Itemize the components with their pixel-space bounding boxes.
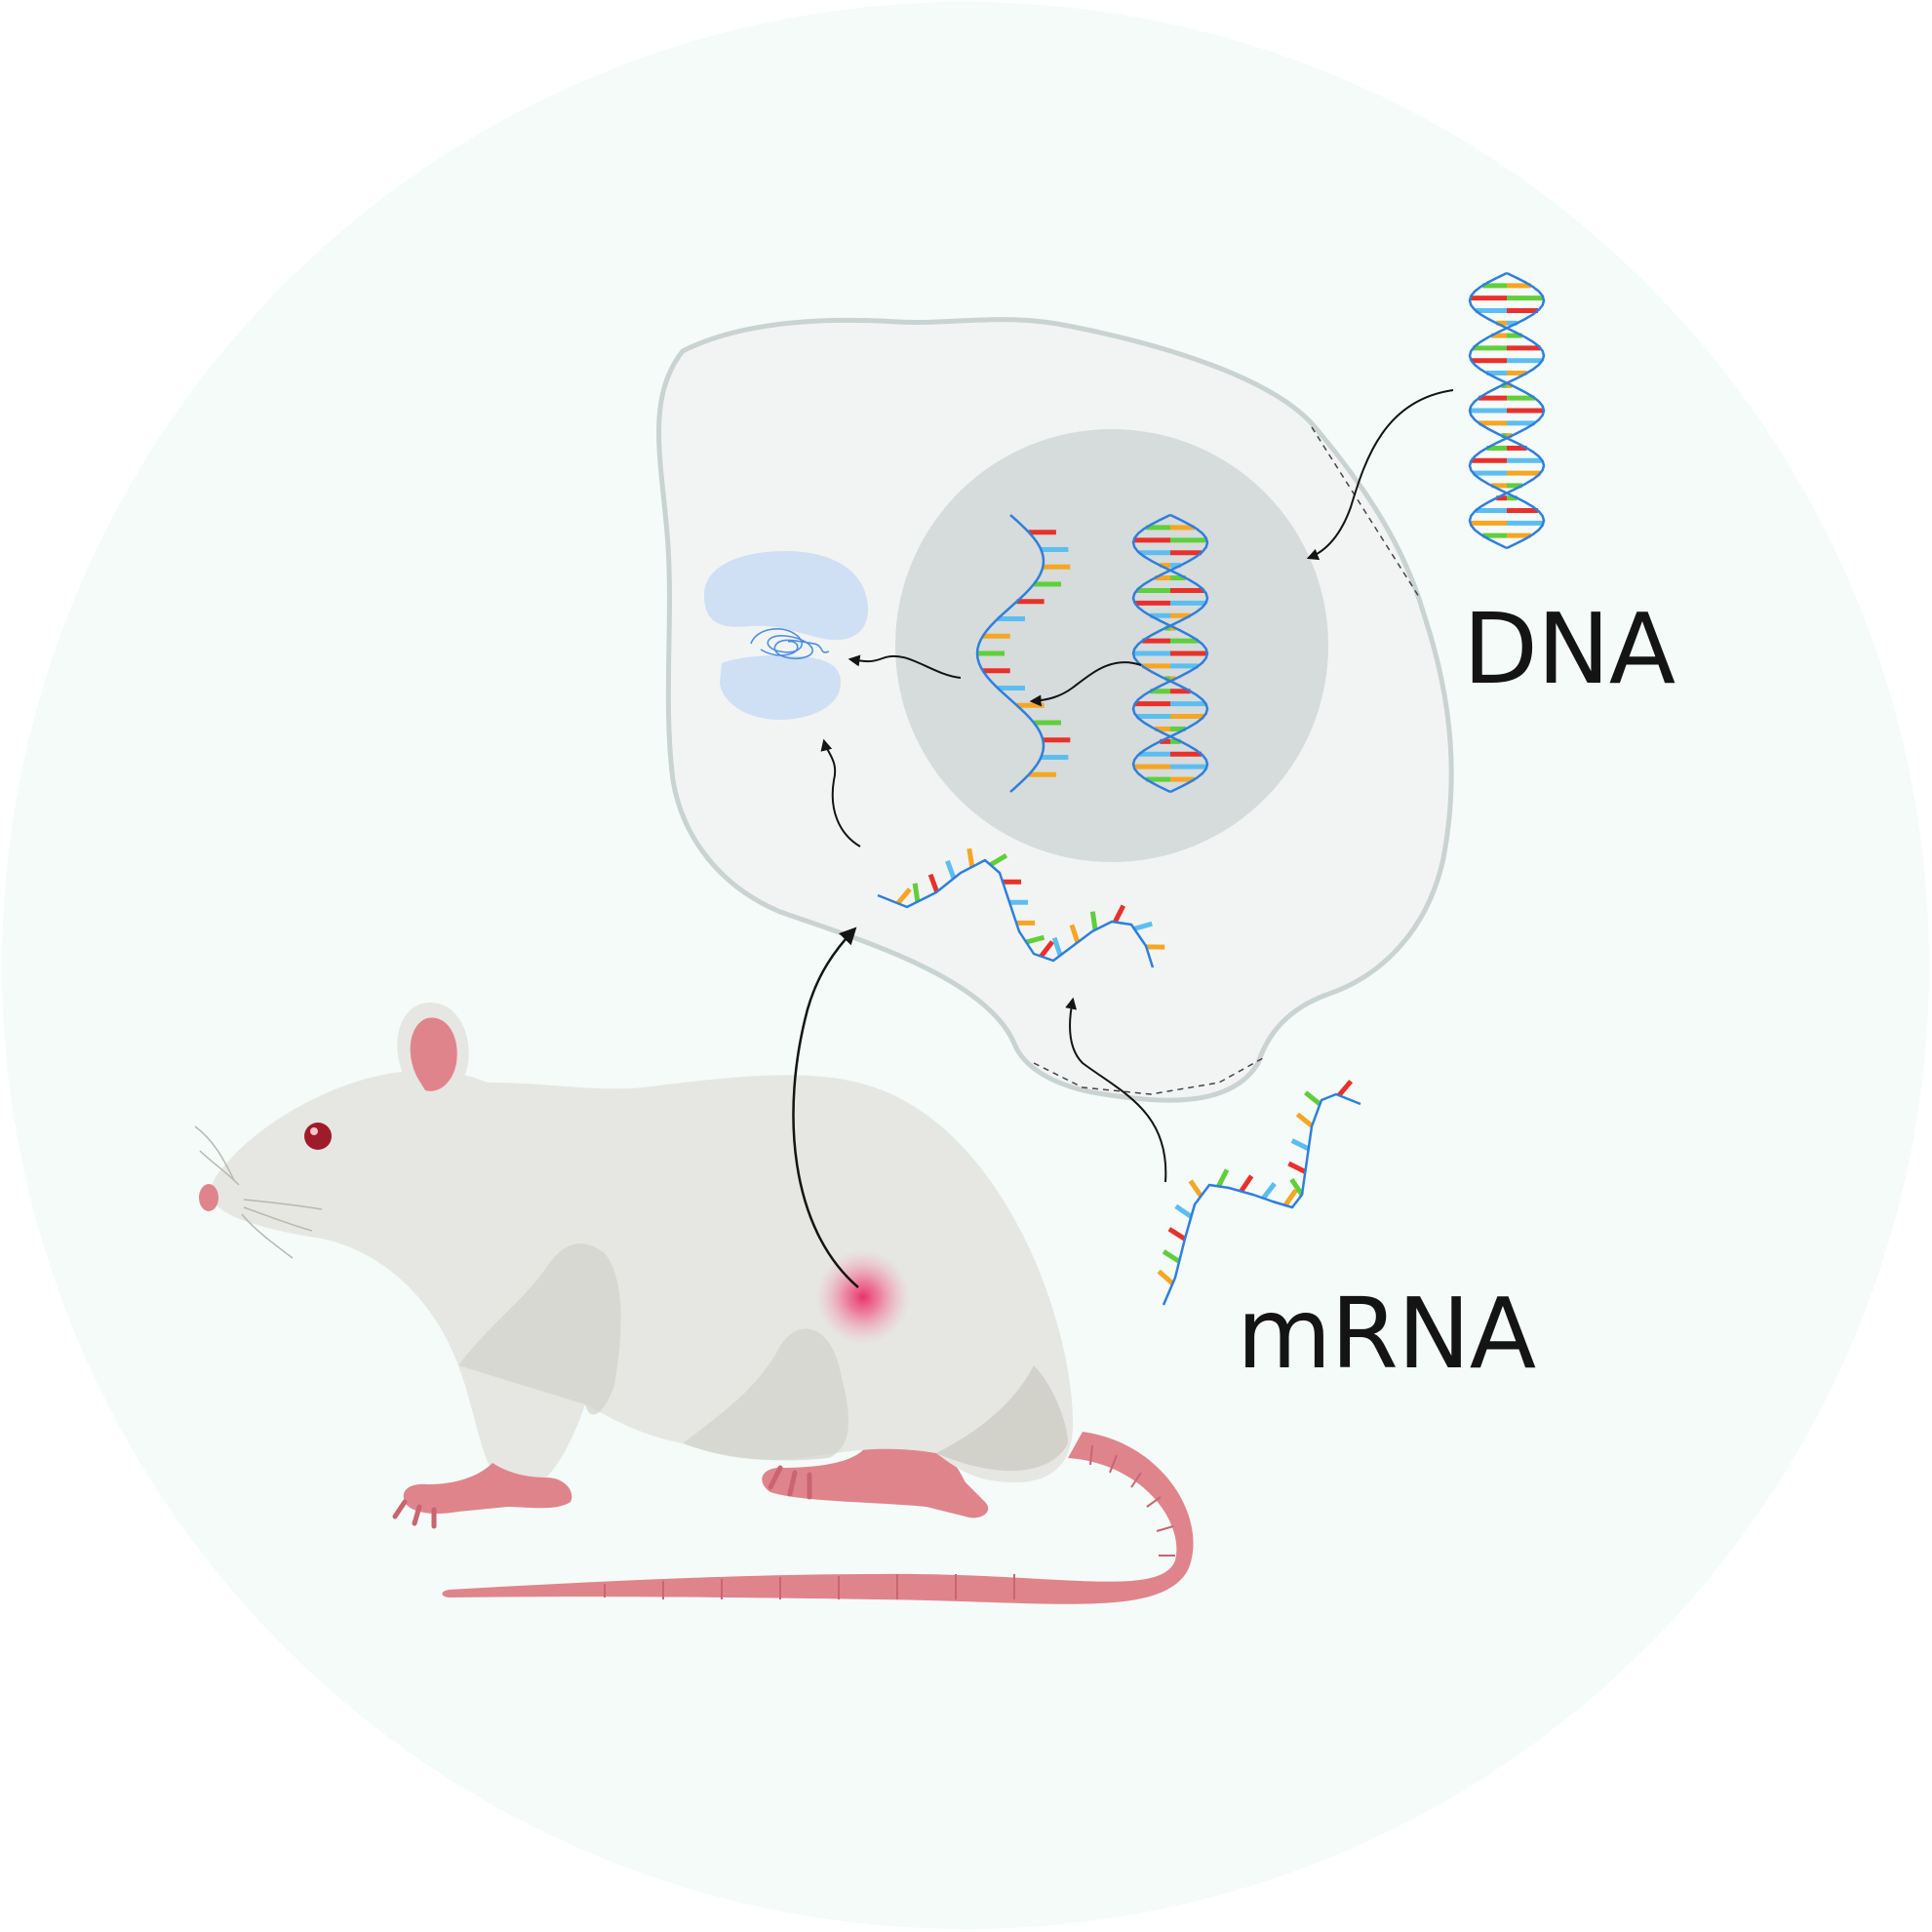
- base: [1290, 1138, 1310, 1152]
- base: [1174, 1203, 1193, 1219]
- base: [1039, 940, 1055, 959]
- base: [945, 859, 957, 880]
- white-lab-mouse-icon: [194, 1003, 1194, 1604]
- base: [966, 848, 975, 868]
- backbone: [1162, 1092, 1361, 1306]
- base: [1261, 1182, 1277, 1201]
- base: [895, 887, 912, 905]
- base: [1282, 1188, 1298, 1207]
- base: [1239, 1174, 1254, 1193]
- arrow-dna-into-nucleus: [1306, 389, 1454, 561]
- base: [1188, 1179, 1203, 1198]
- dna-single-strand-icon: [975, 514, 1071, 793]
- base: [1304, 1090, 1322, 1107]
- backbone: [975, 514, 1045, 793]
- base: [1069, 924, 1081, 944]
- injection-site-icon: [816, 1250, 910, 1344]
- base: [1337, 1080, 1354, 1097]
- base: [927, 873, 939, 893]
- dna-double-helix-icon: [1468, 271, 1546, 550]
- backbone: [1131, 513, 1209, 794]
- mrna-strand-icon: [877, 848, 1165, 968]
- base: [1216, 1168, 1230, 1188]
- base: [989, 852, 1008, 867]
- nucleus-icon: [895, 429, 1328, 862]
- base: [1025, 934, 1045, 945]
- arrow-injection-to-cell: [792, 927, 859, 1288]
- ribosome-icon: [704, 551, 868, 720]
- base: [1051, 936, 1063, 957]
- backbone: [877, 858, 1155, 968]
- arrow-dna-to-mrna: [1029, 661, 1142, 707]
- arrow-cytoplasm-mrna-to-ribosome: [820, 738, 861, 848]
- dna-label: DNA: [1463, 592, 1676, 706]
- backbone: [1468, 271, 1546, 550]
- mrna-strand-icon: [1157, 1080, 1361, 1306]
- base: [912, 883, 921, 902]
- arrow-mrna-to-ribosome: [848, 654, 962, 679]
- base: [1089, 911, 1098, 930]
- dna-double-helix-icon: [1131, 513, 1209, 794]
- mrna-label: mRNA: [1237, 1277, 1536, 1391]
- arrow-mrna-into-cell: [1065, 997, 1167, 1183]
- protein-chain-icon: [750, 628, 830, 660]
- base: [1167, 1227, 1187, 1242]
- base: [1162, 1249, 1181, 1264]
- base: [1287, 1161, 1307, 1174]
- base: [1157, 1269, 1175, 1286]
- flow-arrows: [792, 389, 1454, 1288]
- backbone: [1468, 271, 1546, 550]
- base: [1295, 1112, 1314, 1128]
- base: [1133, 921, 1153, 931]
- base: [1112, 904, 1126, 924]
- backbone: [1131, 513, 1209, 794]
- base: [1289, 1177, 1305, 1197]
